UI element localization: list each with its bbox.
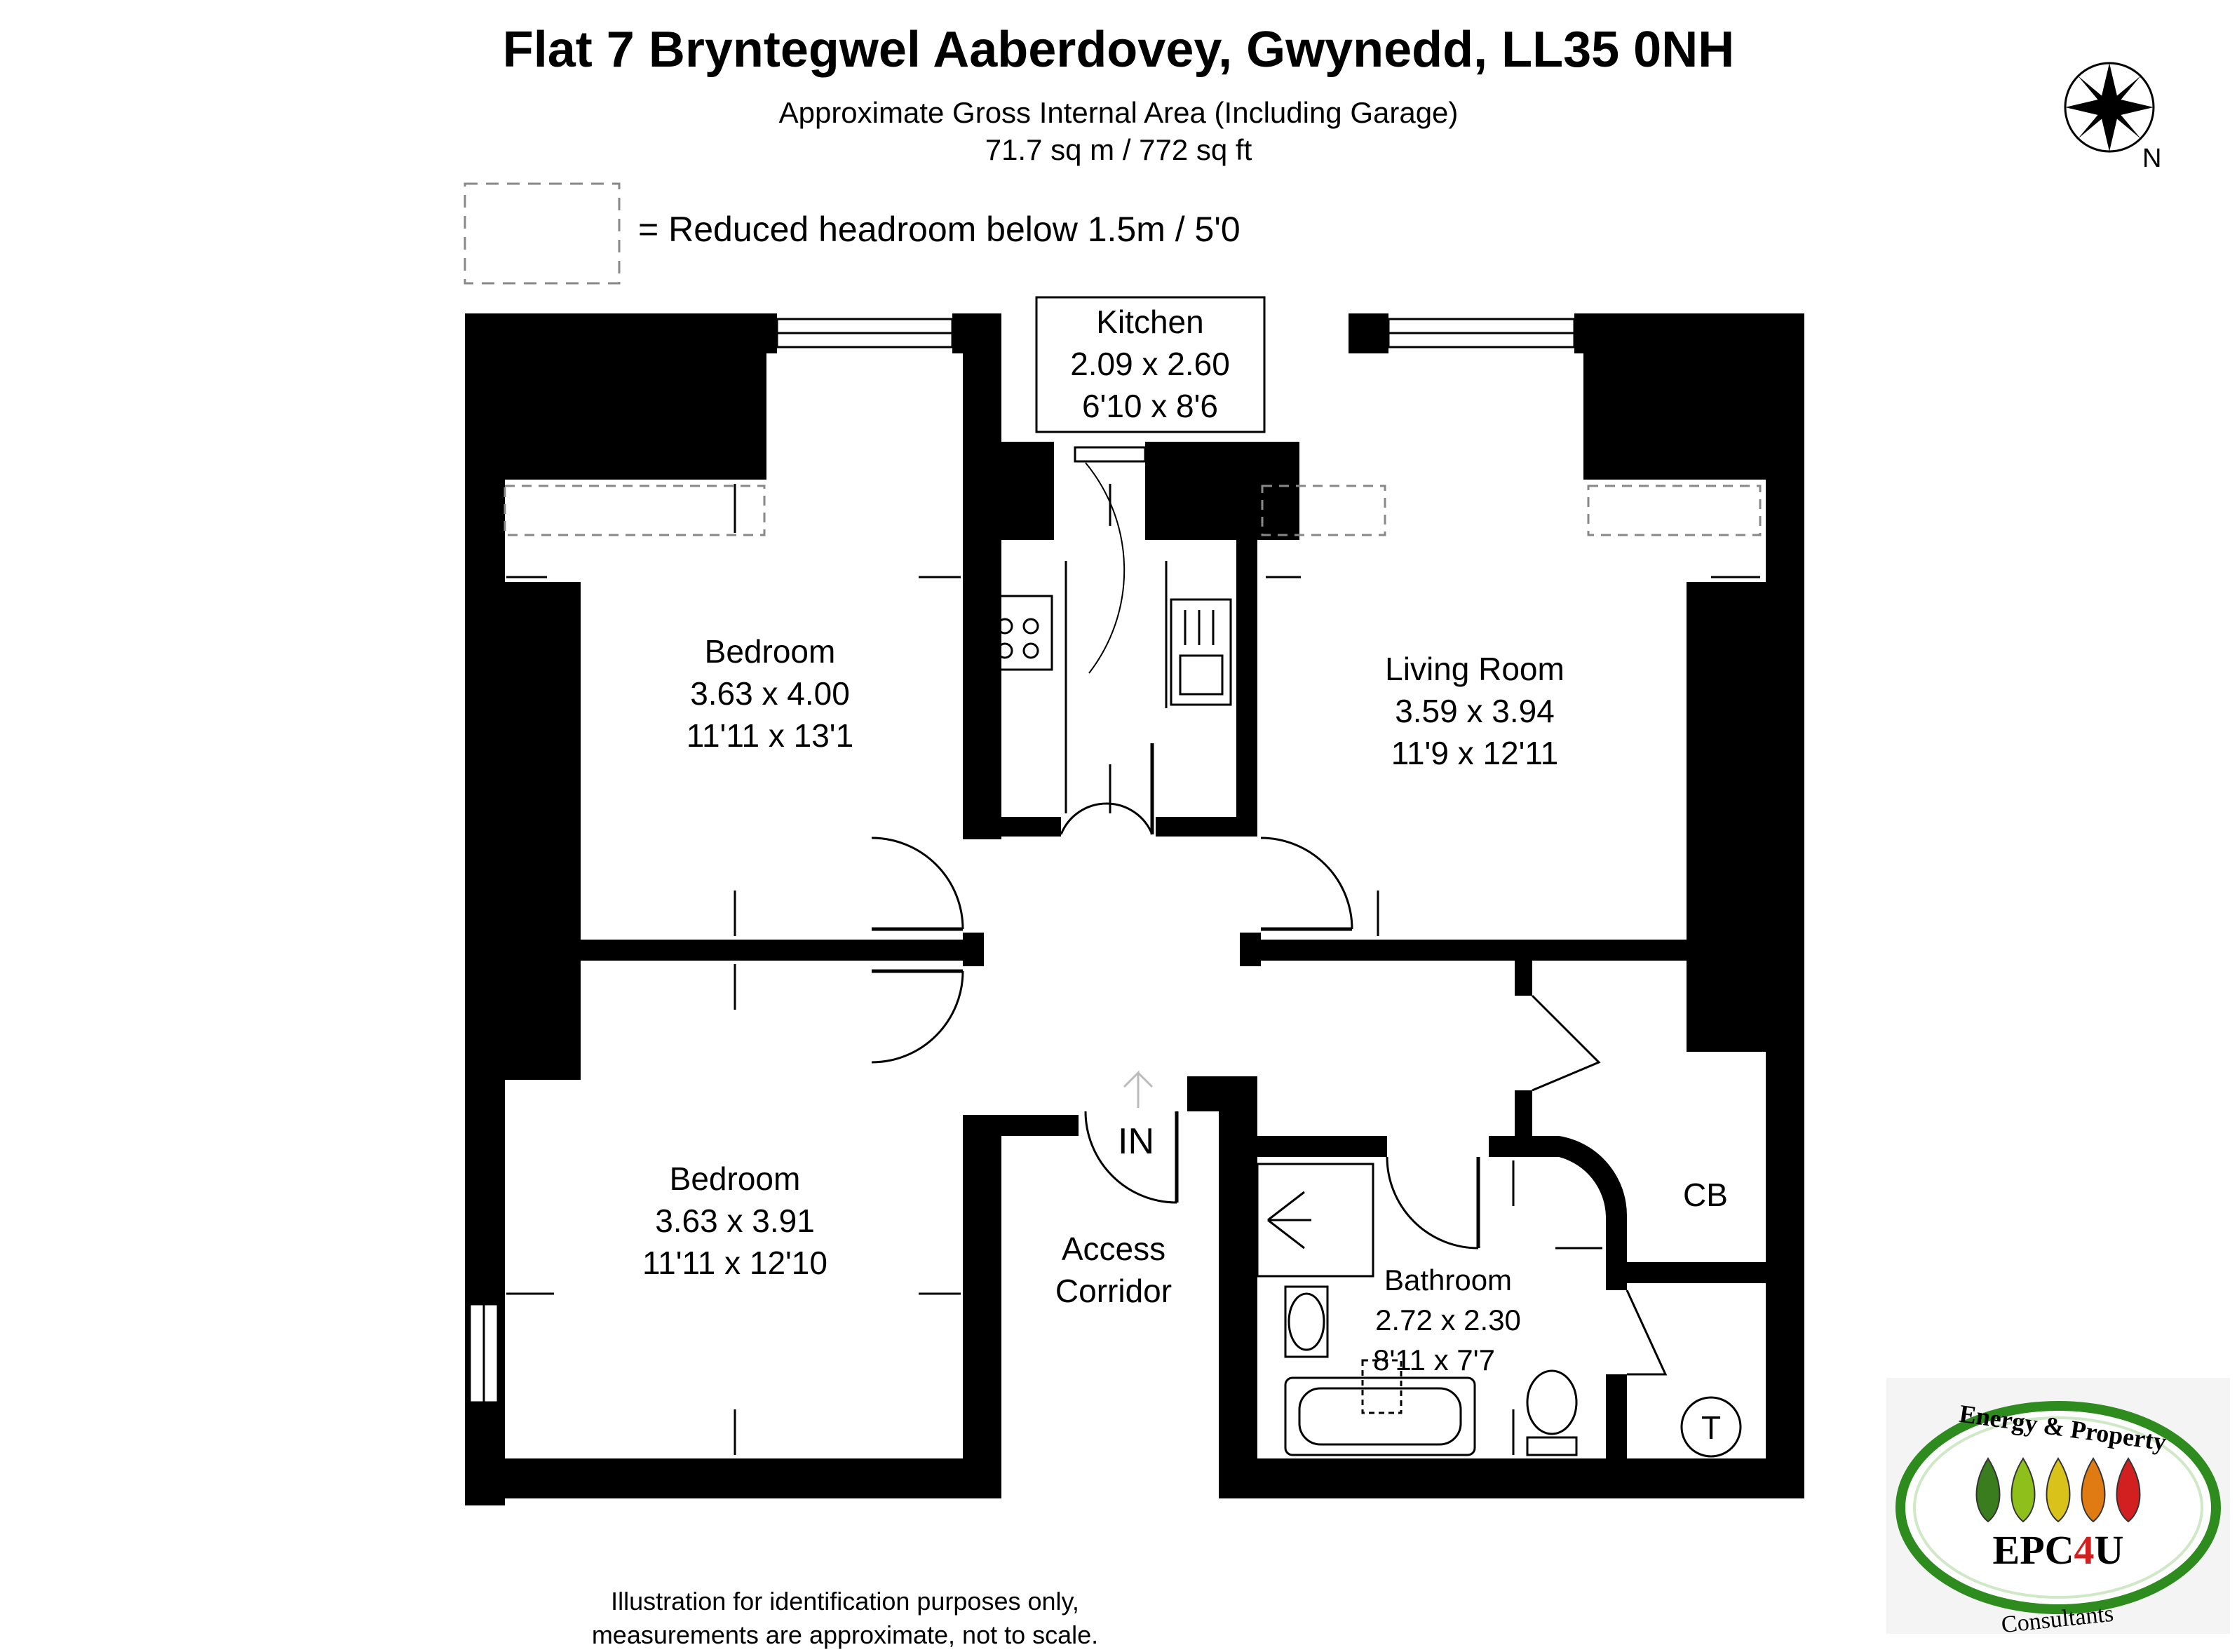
plan-title: Flat 7 Bryntegwel Aaberdovey, Gwynedd, L… xyxy=(502,22,1735,78)
sink-icon xyxy=(1170,598,1232,706)
tank-icon xyxy=(1680,1396,1742,1458)
bath-icon xyxy=(1284,1376,1476,1456)
corridor-label-line1: Access xyxy=(1062,1231,1165,1267)
compass-rose-icon: N xyxy=(2064,62,2161,173)
bedroom2-imperial: 11'11 x 12'10 xyxy=(642,1245,827,1281)
area-caption: Approximate Gross Internal Area (Includi… xyxy=(778,96,1459,129)
bathroom-fittings xyxy=(1256,1163,1742,1458)
logo-drop-icon xyxy=(2010,1457,2036,1523)
logo-drops xyxy=(1975,1457,2141,1523)
entrance-arrow-icon xyxy=(1123,1070,1154,1108)
hob-icon xyxy=(984,595,1053,671)
entrance-label: IN xyxy=(1118,1121,1154,1162)
logo-drop-icon xyxy=(2046,1457,2071,1523)
kitchen-fittings xyxy=(984,561,1232,813)
kitchen-imperial: 6'10 x 8'6 xyxy=(1082,388,1218,424)
kitchen-name: Kitchen xyxy=(1096,304,1203,340)
bedroom2-metric: 3.63 x 3.91 xyxy=(655,1203,815,1239)
room-labels: Kitchen 2.09 x 2.60 6'10 x 8'6 Bedroom 3… xyxy=(642,296,1728,1446)
logo-brand-number: 4 xyxy=(2074,1527,2095,1573)
bedroom1-name: Bedroom xyxy=(705,633,836,670)
kitchen-metric: 2.09 x 2.60 xyxy=(1070,346,1230,382)
legend-text: = Reduced headroom below 1.5m / 5'0 xyxy=(638,210,1241,249)
toilet-icon xyxy=(1526,1436,1578,1456)
bathroom-name: Bathroom xyxy=(1384,1264,1512,1296)
disclaimer: Illustration for identification purposes… xyxy=(0,1585,1690,1652)
living-imperial: 11'9 x 12'11 xyxy=(1391,735,1558,771)
bathroom-metric: 2.72 x 2.30 xyxy=(1375,1304,1521,1336)
bedroom2-name: Bedroom xyxy=(670,1160,801,1197)
logo-brand: EPC4U xyxy=(1993,1527,2124,1573)
basin-icon xyxy=(1284,1285,1329,1358)
epc4u-logo: Energy & Property EPC4U Consultants xyxy=(1886,1378,2230,1638)
logo-drop-icon xyxy=(1975,1457,2001,1523)
corridor-label-line2: Corridor xyxy=(1055,1273,1172,1309)
living-name: Living Room xyxy=(1385,651,1564,687)
tank-label: T xyxy=(1701,1409,1721,1446)
walls xyxy=(465,313,1804,1505)
bedroom1-imperial: 11'11 x 13'1 xyxy=(687,717,853,754)
legend-swatch xyxy=(464,182,621,285)
logo-brand-prefix: EPC xyxy=(1993,1527,2074,1573)
logo-drop-icon xyxy=(2081,1457,2106,1523)
shower-icon xyxy=(1256,1163,1374,1278)
dimension-markers xyxy=(506,484,1760,1455)
disclaimer-line-1: Illustration for identification purposes… xyxy=(611,1587,1079,1616)
north-label: N xyxy=(2142,144,2161,173)
logo-drop-icon xyxy=(2116,1457,2141,1523)
door-swings xyxy=(871,462,1668,1376)
cupboard-label: CB xyxy=(1683,1177,1728,1213)
bathroom-imperial: 8'11 x 7'7 xyxy=(1373,1343,1495,1376)
living-metric: 3.59 x 3.94 xyxy=(1395,693,1555,729)
bedroom1-metric: 3.63 x 4.00 xyxy=(690,675,850,712)
area-value: 71.7 sq m / 772 sq ft xyxy=(985,133,1252,166)
logo-brand-suffix: U xyxy=(2095,1527,2124,1573)
windows xyxy=(468,318,1576,1404)
reduced-headroom-areas xyxy=(504,485,1762,536)
